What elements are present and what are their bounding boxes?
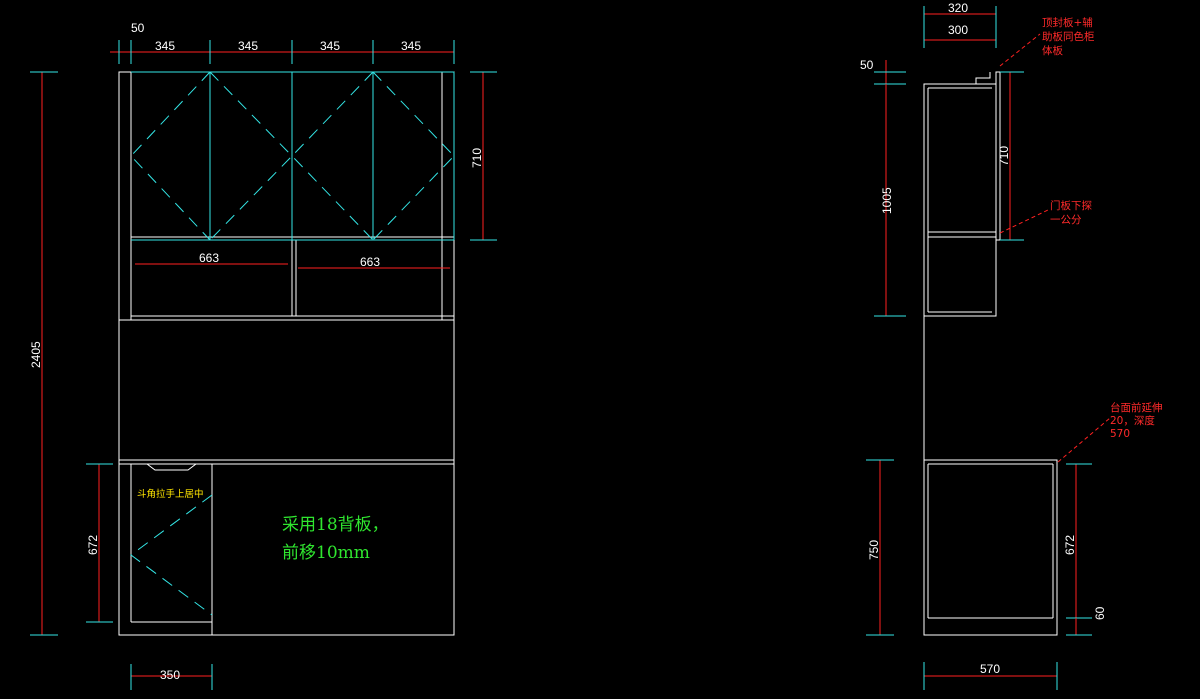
side-elevation [923, 71, 1058, 636]
dim-front-height-672: 672 [86, 535, 100, 555]
dim-front-width-4: 345 [401, 39, 421, 53]
note-counter-1: 台面前延伸 [1110, 401, 1163, 414]
note-top-panel-3: 体板 [1042, 44, 1064, 57]
backboard-note-line-2: 前移10mm [282, 543, 370, 563]
corner-handle [146, 463, 197, 471]
front-elevation [118, 71, 455, 636]
note-counter-2: 20，深度 [1110, 414, 1155, 427]
dim-side-50: 50 [860, 58, 874, 72]
dim-side-750: 750 [867, 540, 881, 560]
dim-side-300: 300 [948, 23, 968, 37]
dim-side-672: 672 [1063, 535, 1077, 555]
note-door-offset-1: 门板下探 [1050, 199, 1092, 212]
lower-side-outline [923, 459, 1058, 636]
note-top-panel-1: 顶封板+辅 [1042, 16, 1093, 29]
note-counter-3: 570 [1110, 428, 1130, 440]
note-door-offset-2: 一公分 [1050, 214, 1082, 226]
dim-front-width-3: 345 [320, 39, 340, 53]
dim-drawer-right: 663 [360, 255, 380, 269]
upper-side-outline [923, 83, 997, 317]
front-glass-doors [130, 71, 455, 616]
dim-side-60: 60 [1093, 606, 1107, 620]
door-diamond-3 [291, 71, 374, 241]
door-front-edge [995, 71, 1001, 241]
side-dimension-lines [866, 6, 1111, 690]
dim-front-width-1: 345 [155, 39, 175, 53]
backboard-note-line-1: 采用18背板， [282, 515, 389, 535]
door-diamond-1 [130, 71, 211, 241]
dim-side-710: 710 [997, 146, 1011, 166]
leader-counter [1057, 417, 1111, 463]
dim-front-50: 50 [131, 21, 145, 35]
handle-note: 斗角拉手上居中 [137, 488, 204, 500]
leader-top-panel [999, 33, 1041, 67]
dim-drawer-left: 663 [199, 251, 219, 265]
dim-side-1005: 1005 [880, 187, 894, 214]
dim-front-height-710: 710 [470, 148, 484, 168]
dim-side-570: 570 [980, 662, 1000, 676]
dim-front-height-2405: 2405 [29, 341, 43, 368]
door-diamond-2 [209, 71, 293, 241]
front-dimension-lines [30, 40, 497, 690]
dim-front-width-2: 345 [238, 39, 258, 53]
lower-door-diamond [130, 494, 213, 616]
dim-front-width-350: 350 [160, 668, 180, 682]
leader-door-offset [999, 209, 1049, 234]
dim-side-320: 320 [948, 1, 968, 15]
top-seal [975, 72, 991, 84]
note-top-panel-2: 助板同色柜 [1042, 30, 1095, 43]
